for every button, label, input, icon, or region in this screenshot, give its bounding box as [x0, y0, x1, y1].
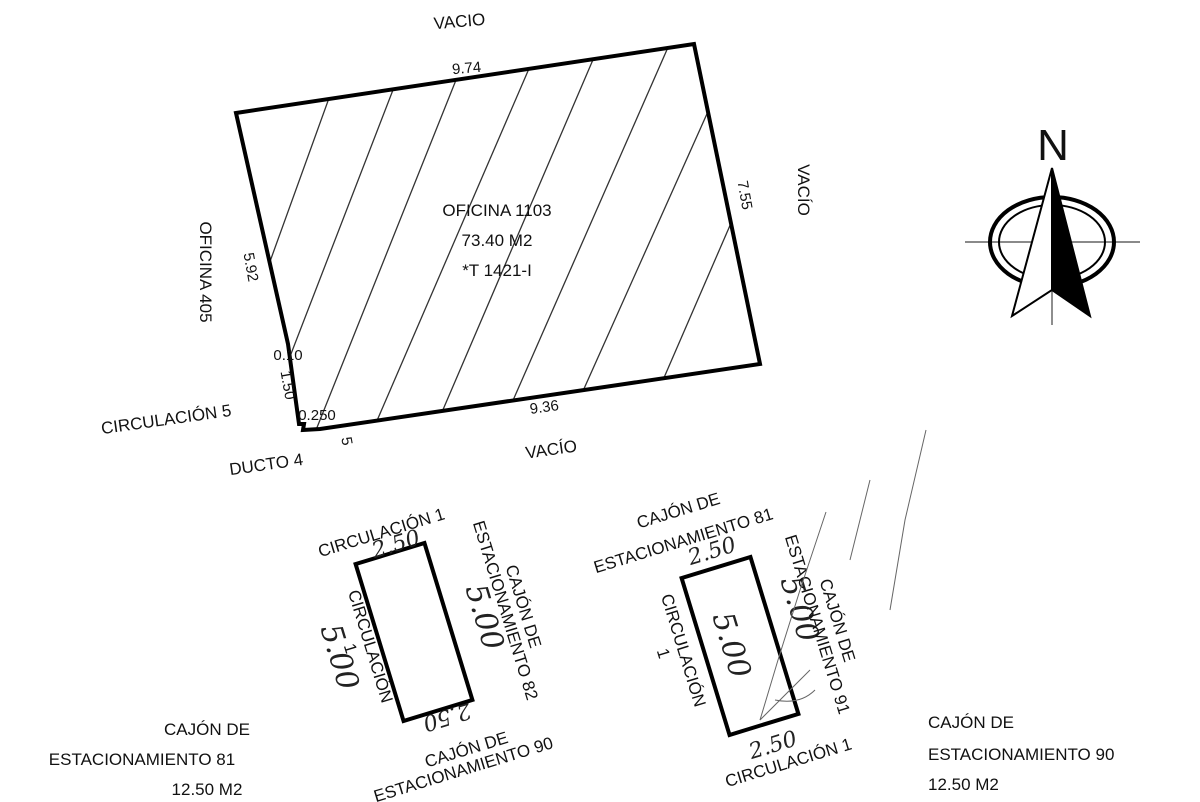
north-needle-dark	[1051, 167, 1092, 319]
office-top-neighbor: VACIO	[433, 10, 486, 33]
notch-dimension-a: 0.10	[273, 347, 302, 364]
office-area: 73.40 M2	[462, 231, 533, 250]
notch-dimension-b: 1.50	[277, 369, 299, 401]
notch-dimension-d: 5	[337, 436, 355, 447]
office-code: *T 1421-I	[462, 261, 532, 280]
office-bottom-dimension: 9.36	[529, 397, 560, 418]
north-letter: N	[1037, 121, 1069, 170]
parking-space-81-outline	[353, 540, 475, 724]
pen-marks	[759, 429, 927, 721]
office-right-neighbor: VACÍO	[794, 164, 813, 216]
office-left-neighbor: OFICINA 405	[196, 221, 215, 322]
office-name: OFICINA 1103	[442, 201, 551, 220]
notch-dimension-c: 0.250	[298, 407, 336, 424]
space-81-caption-line3: 12.50 M2	[172, 780, 243, 799]
space-90-hand-inside: 5.00	[705, 608, 758, 682]
space-90-caption-line2: ESTACIONAMIENTO 90	[928, 745, 1114, 764]
space-90-caption-line1: CAJÓN DE	[928, 713, 1014, 732]
office-right-dimension: 7.55	[734, 179, 756, 211]
office-bottom-neighbor: VACÍO	[524, 437, 578, 463]
space-81-caption-line1: CAJÓN DE	[164, 720, 250, 739]
circulation-5-label: CIRCULACIÓN 5	[100, 401, 233, 438]
parking-space-81	[353, 540, 475, 724]
office-left-dimension: 5.92	[240, 251, 262, 283]
space-90-left-neighbor-line2: 1	[653, 646, 674, 661]
parking-space-90	[679, 554, 801, 738]
office-outline	[233, 41, 763, 433]
office-top-dimension: 9.74	[451, 59, 482, 78]
duct-4-label: DUCTO 4	[228, 450, 304, 479]
space-81-caption-line2: ESTACIONAMIENTO 81	[49, 750, 235, 769]
north-arrow: N	[965, 121, 1140, 325]
parking-space-90-outline	[679, 554, 801, 738]
space-90-caption-line3: 12.50 M2	[928, 775, 999, 794]
space-81-hand-bottom: 2.50	[420, 697, 475, 736]
